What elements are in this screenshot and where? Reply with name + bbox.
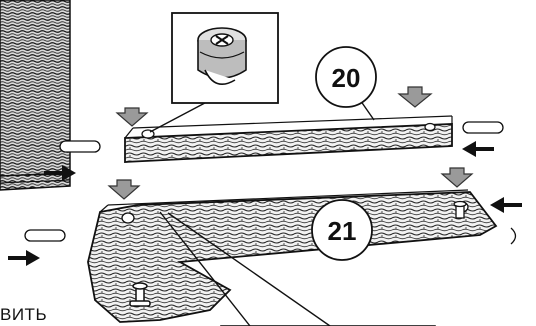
slot-marks (24, 121, 517, 245)
part-label-20: 20 (332, 63, 361, 93)
left-arrow-icon (462, 141, 522, 213)
board-21 (87, 189, 498, 323)
part-number-20: 20 (315, 46, 377, 108)
right-arrow-icon (8, 165, 76, 266)
cam-lock-fitting-icon (171, 12, 279, 104)
part-number-21: 21 (311, 199, 373, 261)
instruction-text-fragment: ВИТЬ (0, 305, 48, 324)
board-20 (124, 115, 453, 163)
dowel-icon (129, 282, 151, 307)
part-label-21: 21 (328, 216, 357, 246)
down-arrow-icon (107, 86, 474, 200)
side-panel (0, 0, 71, 191)
screw-icon (453, 200, 467, 219)
